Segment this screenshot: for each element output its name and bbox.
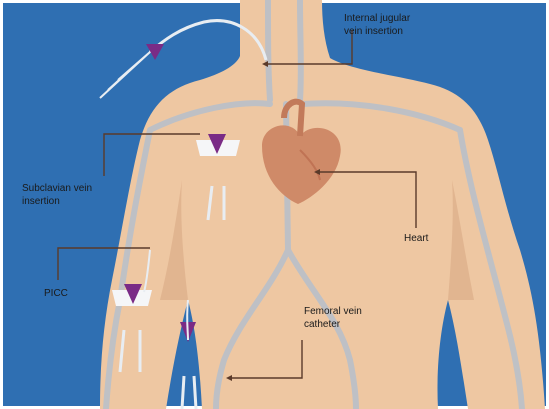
label-femoral-line1: Femoral vein <box>304 306 362 318</box>
label-subclavian-line2: insertion <box>22 196 60 208</box>
label-internal-jugular-line1: Internal jugular <box>344 13 410 25</box>
label-femoral-line2: catheter <box>304 319 340 331</box>
label-subclavian-line1: Subclavian vein <box>22 183 92 195</box>
label-internal-jugular-line2: vein insertion <box>344 26 403 38</box>
label-heart: Heart <box>404 233 428 245</box>
label-picc: PICC <box>44 288 68 300</box>
